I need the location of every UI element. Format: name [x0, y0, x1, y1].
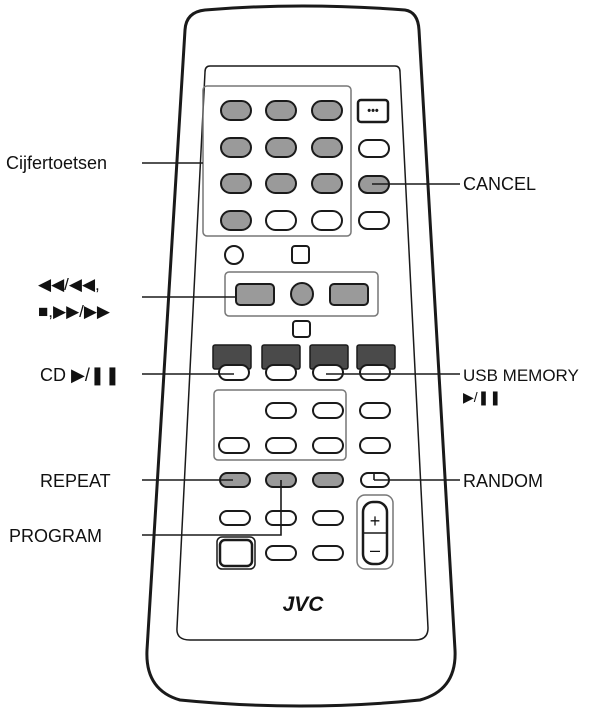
middle-frame	[213, 389, 347, 461]
label-random: RANDOM	[463, 471, 543, 491]
mid-button-2[interactable]	[312, 402, 344, 419]
number-key-8[interactable]	[265, 173, 297, 194]
right-button-3[interactable]	[358, 211, 390, 230]
label-usb-2: ▶/❚❚	[463, 389, 501, 406]
label-repeat: REPEAT	[40, 471, 111, 491]
source-play-button-4[interactable]	[359, 364, 391, 381]
skip-back-button[interactable]	[235, 283, 275, 306]
label-cd: CD ▶/❚❚	[40, 365, 120, 386]
number-key-plus10[interactable]	[311, 210, 343, 231]
number-key-2[interactable]	[265, 100, 297, 121]
mid-button-5[interactable]	[265, 437, 297, 454]
leader-program	[142, 480, 282, 536]
number-key-4[interactable]	[220, 137, 252, 158]
label-numeric-keys: Cijfertoetsen	[6, 153, 107, 173]
lower-button-3[interactable]	[312, 510, 344, 526]
lower-button-6[interactable]	[312, 545, 344, 561]
small-round-button[interactable]	[224, 245, 244, 265]
number-key-1[interactable]	[220, 100, 252, 121]
number-key-10[interactable]	[220, 210, 252, 231]
brand-logo: JVC	[283, 593, 325, 616]
remote-inner-panel	[176, 65, 429, 641]
label-skip-search-2: ■,▶▶/▶▶	[38, 302, 111, 321]
skip-forward-button[interactable]	[329, 283, 369, 306]
right-button-1[interactable]	[358, 139, 390, 158]
volume-minus-icon: –	[370, 540, 380, 560]
label-skip-search-1: ◀◀/◀◀,	[38, 275, 100, 294]
cd-play-button[interactable]	[218, 364, 250, 381]
stop-button[interactable]	[290, 282, 314, 306]
small-square-button-2[interactable]	[292, 320, 311, 338]
mid-button-4[interactable]	[218, 437, 250, 454]
volume-plus-icon: +	[370, 511, 381, 531]
numeric-keypad	[220, 100, 343, 231]
number-key-7[interactable]	[220, 173, 252, 194]
lower-button-5[interactable]	[265, 545, 297, 561]
numeric-keypad-frame	[202, 85, 352, 237]
display-dots: •••	[367, 105, 379, 117]
small-square-button[interactable]	[291, 245, 310, 264]
mid-button-1[interactable]	[265, 402, 297, 419]
lower-button-1[interactable]	[219, 510, 251, 526]
label-program: PROGRAM	[9, 526, 102, 546]
lower-left-frame	[216, 536, 256, 570]
usb-play-button[interactable]	[312, 364, 344, 381]
mid-button-7[interactable]	[359, 437, 391, 454]
source-play-button-2[interactable]	[265, 364, 297, 381]
number-key-9[interactable]	[311, 173, 343, 194]
lower-button-4[interactable]	[218, 538, 254, 568]
mid-button-3[interactable]	[359, 402, 391, 419]
mid-button-6[interactable]	[312, 437, 344, 454]
label-cancel: CANCEL	[463, 174, 536, 194]
volume-frame	[356, 494, 394, 570]
number-key-3[interactable]	[311, 100, 343, 121]
transport-frame	[224, 271, 379, 317]
display-button[interactable]	[356, 98, 390, 124]
number-key-6[interactable]	[311, 137, 343, 158]
number-key-5[interactable]	[265, 137, 297, 158]
label-usb-1: USB MEMORY	[463, 366, 579, 385]
random-button[interactable]	[312, 472, 344, 488]
number-key-0[interactable]	[265, 210, 297, 231]
